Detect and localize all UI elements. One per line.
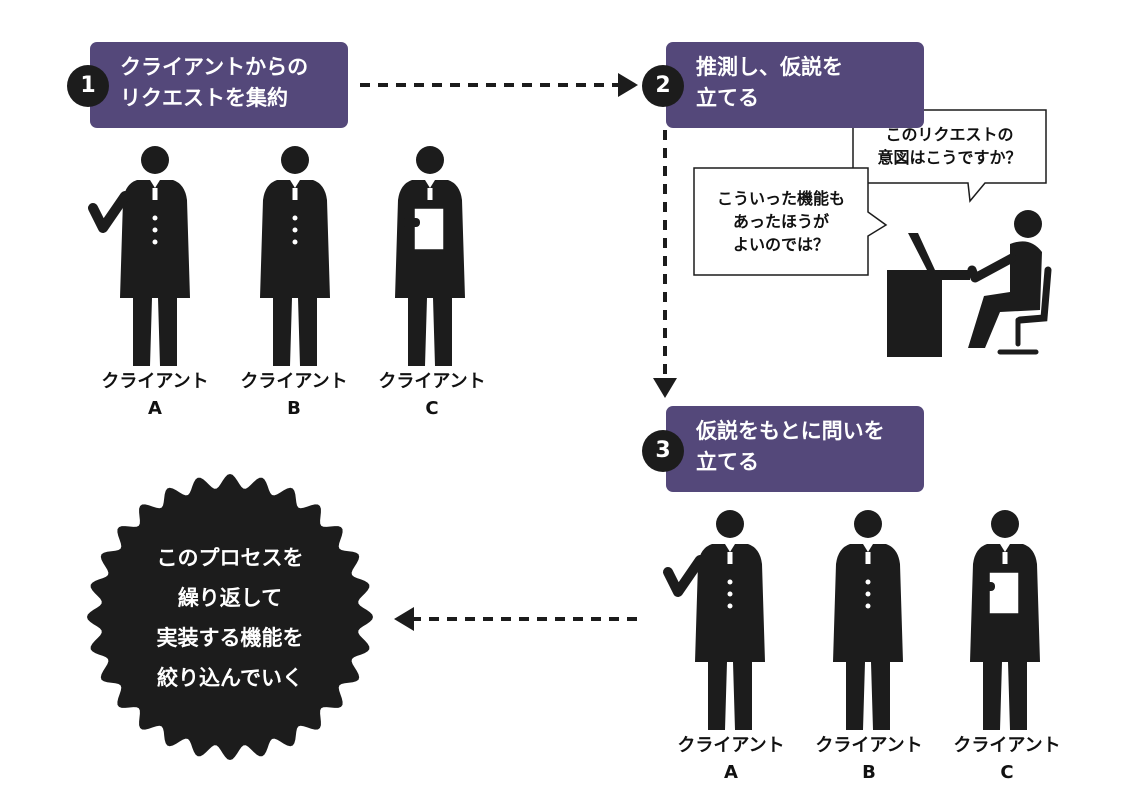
client-figure-b-bottom [833,510,903,730]
client-figure-a-top [93,146,190,366]
step-1-number: 1 [67,65,109,107]
client-label-c-bottom: クライアント C [953,735,1061,783]
step-3-box: 仮説をもとに問いを 立てる [666,406,924,492]
client-figure-c-bottom [969,509,1041,731]
client-label-b-bottom: クライアント B [815,735,923,783]
client-figure-c-top [394,145,466,367]
step-3-line1: 仮説をもとに問いを [696,419,885,443]
process-badge-shape [87,474,373,760]
step-2-box: 推測し、仮説を 立てる [666,42,924,128]
arrow-step2-to-step3 [653,130,677,398]
step-1-line1: クライアントからの [120,55,309,79]
speech-bubble-question [852,109,1047,203]
client-label-a-bottom: クライアント A [677,735,785,783]
client-label-a-top: クライアント A [101,371,209,419]
speech-bubble-idea [693,167,888,276]
arrow-to-badge [394,607,637,631]
step-3-number: 3 [642,430,684,472]
step-2-number: 2 [642,65,684,107]
bubble-idea-text: こういった機能も あったほうが よいのでは？ [716,189,845,254]
step-1-line2: リクエストを集約 [120,86,288,110]
step-1-box: クライアントからの リクエストを集約 [90,42,348,128]
bubble-question-text: このリクエストの 意図はこうですか？ [877,125,1022,167]
client-figure-a-bottom [668,510,765,730]
step-2-line1: 推測し、仮説を [696,55,843,79]
badge-text: このプロセスを 繰り返して 実装する機能を 絞り込んでいく [156,546,304,690]
client-label-b-top: クライアント B [240,371,348,419]
client-label-c-top: クライアント C [378,371,486,419]
step-3-line2: 立てる [696,450,759,474]
step-2-line2: 立てる [696,86,759,110]
arrow-step1-to-step2 [360,73,638,97]
analyst-at-desk-icon [887,210,1052,357]
client-figure-b-top [260,146,330,366]
